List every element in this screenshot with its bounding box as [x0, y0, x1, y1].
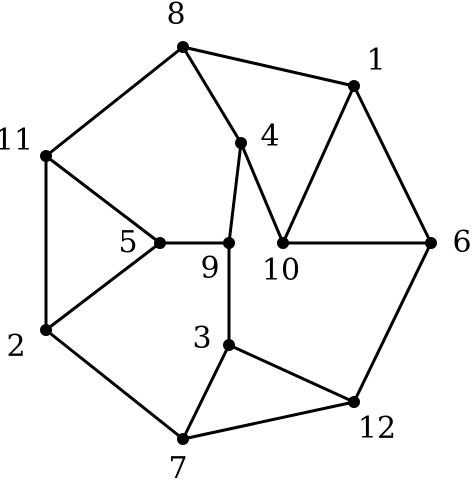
edge-3-7	[181, 343, 231, 441]
edge-8-4	[181, 45, 243, 145]
node-7	[177, 433, 189, 445]
node-label-5: 5	[118, 225, 137, 260]
node-label-3: 3	[192, 321, 211, 356]
node-10	[277, 237, 289, 249]
edge-5-2	[44, 241, 162, 332]
node-2	[40, 324, 52, 336]
node-5	[154, 237, 166, 249]
node-label-1: 1	[366, 43, 385, 78]
edge-11-5	[44, 154, 162, 245]
edge-1-10	[281, 84, 356, 245]
node-label-10: 10	[262, 253, 300, 288]
node-8	[177, 41, 189, 53]
edge-8-1	[181, 45, 356, 88]
edge-6-12	[352, 241, 433, 404]
edge-4-10	[239, 141, 285, 245]
node-1	[348, 80, 360, 92]
edge-4-9	[227, 141, 243, 245]
edge-7-12	[181, 400, 356, 441]
node-label-8: 8	[166, 0, 185, 32]
edge-3-12	[227, 343, 356, 404]
node-4	[235, 137, 247, 149]
node-6	[425, 237, 437, 249]
edge-2-7	[44, 328, 185, 441]
node-12	[348, 396, 360, 408]
nodes-layer	[40, 41, 437, 445]
edges-layer	[44, 45, 433, 441]
node-label-7: 7	[168, 451, 187, 486]
node-label-6: 6	[452, 225, 471, 260]
node-9	[223, 237, 235, 249]
edge-1-6	[352, 84, 433, 245]
node-label-2: 2	[6, 329, 25, 364]
edge-8-11	[44, 45, 185, 158]
node-label-12: 12	[358, 411, 396, 446]
node-11	[40, 150, 52, 162]
node-label-9: 9	[200, 251, 219, 286]
node-label-4: 4	[260, 119, 279, 154]
node-3	[223, 339, 235, 351]
node-label-11: 11	[0, 123, 33, 158]
